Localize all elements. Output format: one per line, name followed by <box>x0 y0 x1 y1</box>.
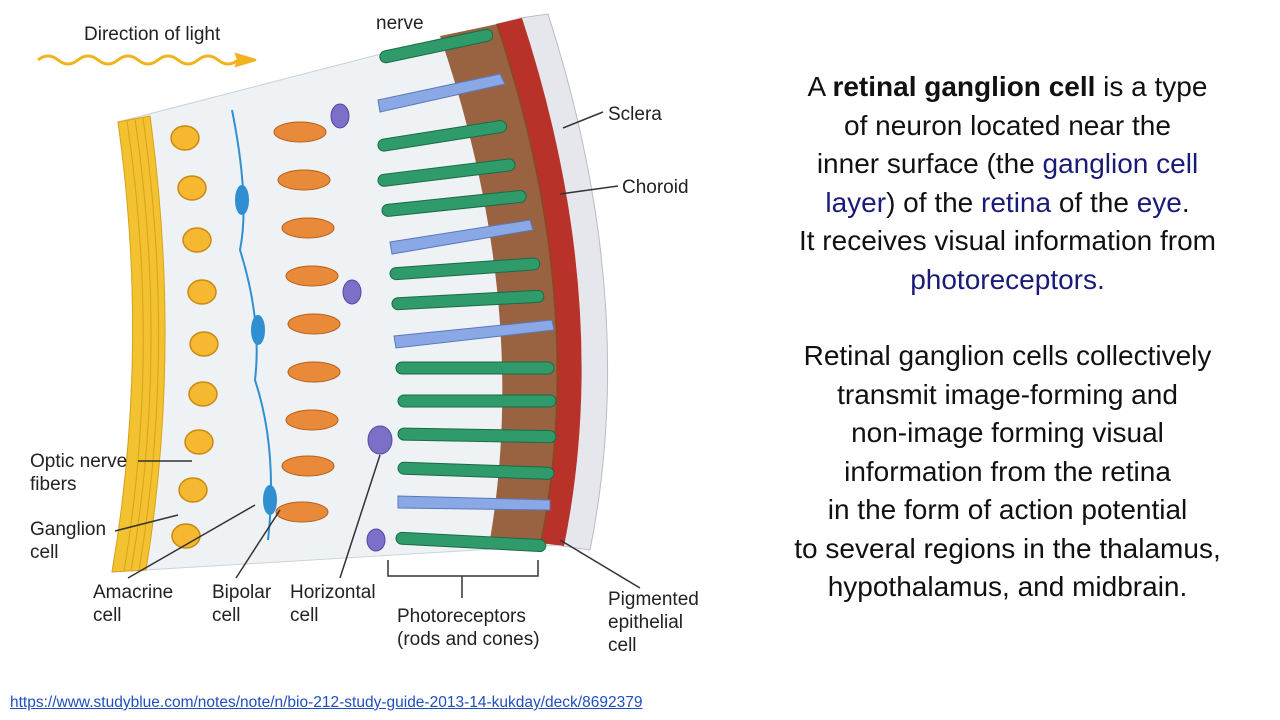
term-neuron: neuron <box>875 109 963 141</box>
label-horizontal-2: cell <box>290 605 319 626</box>
cone <box>389 219 534 255</box>
rod <box>395 531 547 553</box>
text-line: in the form of action potential <box>827 494 1188 525</box>
text-line: of neuron located near the <box>844 109 1171 141</box>
source-link[interactable]: https://www.studyblue.com/notes/note/n/b… <box>10 694 643 711</box>
cone <box>397 495 551 511</box>
rod <box>395 361 555 375</box>
choroid-layer <box>496 18 582 546</box>
label-pigmented-1: Pigmented <box>608 589 699 610</box>
rod <box>379 28 494 64</box>
retina-diagram: Direction of light nerve <box>30 13 699 656</box>
amacrine-cells <box>231 109 277 541</box>
rod <box>397 461 555 480</box>
label-bipolar-2: cell <box>212 605 241 626</box>
text-line: transmit image-forming and <box>837 378 1178 410</box>
text-line: It receives visual information from <box>798 225 1217 256</box>
text-line: hypothalamus, and midbrain. <box>827 571 1188 602</box>
label-ganglion-1: Ganglion <box>30 519 106 540</box>
term-photoreceptors: photoreceptors. <box>910 263 1105 295</box>
rod <box>377 158 516 187</box>
label-bipolar-1: Bipolar <box>212 582 272 603</box>
label-nerve: nerve <box>376 13 424 34</box>
rod <box>389 257 541 281</box>
label-optic-nerve-1: Optic nerve <box>30 451 127 472</box>
ganglion-cells <box>170 125 219 549</box>
rod <box>377 120 507 152</box>
rod <box>397 394 557 408</box>
bipolar-cells <box>273 121 341 523</box>
rod <box>381 189 527 217</box>
label-direction-of-light: Direction of light <box>84 24 221 45</box>
label-ganglion-2: cell <box>30 542 59 563</box>
term-retina: retina <box>981 186 1052 218</box>
photoreceptors <box>377 28 557 553</box>
light-wave-arrow <box>37 54 239 66</box>
label-photoreceptors-1: Photoreceptors <box>397 606 526 627</box>
text-line: Retinal ganglion cells collectively <box>803 340 1212 371</box>
label-choroid: Choroid <box>622 177 689 198</box>
cone <box>377 73 506 113</box>
text-line: to several regions in the thalamus, <box>794 532 1221 564</box>
label-horizontal-1: Horizontal <box>290 582 376 603</box>
text-line: information from the retina <box>844 455 1171 487</box>
rod <box>397 427 557 444</box>
horizontal-cells <box>330 103 393 552</box>
pigment-epithelium-layer <box>440 24 559 543</box>
cone <box>393 319 555 349</box>
description-text: A retinal ganglion cell is a type of neu… <box>745 68 1270 607</box>
photoreceptors-bracket <box>387 560 539 598</box>
label-pigmented-2: epithelial <box>608 612 683 633</box>
text-line: inner surface (the ganglion cell <box>816 148 1199 179</box>
optic-nerve-fibers-layer <box>111 115 166 573</box>
label-pigmented-3: cell <box>608 635 637 656</box>
term-ganglion-cell-layer: ganglion cell <box>1042 148 1199 179</box>
light-arrowhead <box>234 52 257 68</box>
label-amacrine-2: cell <box>93 605 122 626</box>
term-retinal-ganglion-cell: retinal ganglion cell <box>832 71 1096 102</box>
rod <box>391 289 545 311</box>
label-sclera: Sclera <box>608 104 662 125</box>
text-line: non-image forming visual <box>851 417 1164 448</box>
text-line: A retinal ganglion cell is a type <box>807 71 1208 102</box>
label-optic-nerve-2: fibers <box>30 474 76 495</box>
label-amacrine-1: Amacrine <box>93 582 173 603</box>
term-eye: eye <box>1136 186 1182 218</box>
text-line: layer) of the retina of the eye. <box>825 186 1190 218</box>
label-photoreceptors-2: (rods and cones) <box>397 629 540 650</box>
